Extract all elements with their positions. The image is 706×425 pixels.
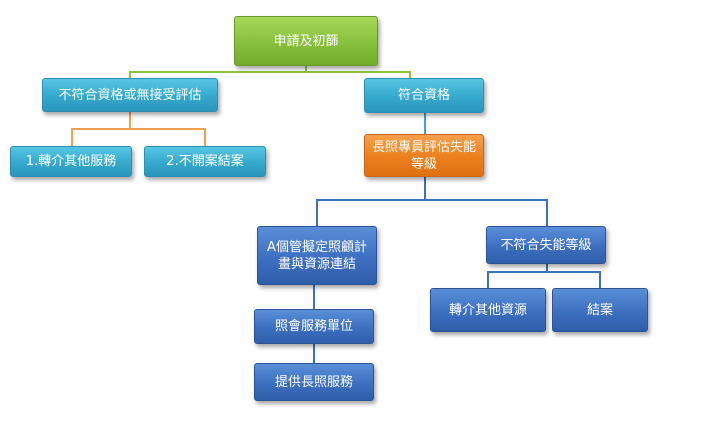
node-provide-service: 提供長照服務 — [254, 363, 374, 401]
node-close-case-label: 結案 — [586, 302, 613, 318]
connector-notqual-right — [129, 112, 206, 146]
node-root: 申請及初篩 — [234, 16, 378, 66]
connector-assess-right — [424, 177, 548, 226]
node-refer-other-label: 1.轉介其他服務 — [25, 154, 117, 169]
connector-root-left — [129, 66, 307, 78]
node-not-meet-level-label: 不符合失能等級 — [500, 237, 592, 253]
connector-notmeet-right — [546, 264, 601, 288]
node-root-label: 申請及初篩 — [273, 33, 339, 49]
node-assess-label: 長照專員評估失能等級 — [371, 139, 476, 172]
connector-assess-left — [316, 177, 426, 226]
node-care-plan-label: A個管擬定照顧計畫與資源連結 — [267, 239, 367, 272]
node-not-qualified-label: 不符合資格或無接受評估 — [58, 87, 202, 103]
node-not-qualified: 不符合資格或無接受評估 — [42, 78, 218, 112]
connector-notqual-left — [71, 112, 131, 146]
node-assess: 長照專員評估失能等級 — [364, 134, 484, 177]
connector-root-right — [305, 66, 411, 78]
node-provide-service-label: 提供長照服務 — [274, 374, 353, 390]
node-care-plan: A個管擬定照顧計畫與資源連結 — [257, 226, 377, 285]
node-not-meet-level: 不符合失能等級 — [486, 226, 606, 264]
node-not-open-case: 2.不開案結案 — [144, 146, 266, 177]
node-refer-resources-label: 轉介其他資源 — [448, 302, 527, 318]
node-notify-unit: 照會服務單位 — [254, 309, 374, 344]
node-notify-unit-label: 照會服務單位 — [274, 319, 353, 334]
node-refer-resources: 轉介其他資源 — [430, 288, 546, 332]
node-refer-other: 1.轉介其他服務 — [10, 146, 132, 177]
node-close-case: 結案 — [552, 288, 648, 332]
node-qualified: 符合資格 — [364, 78, 484, 113]
node-not-open-case-label: 2.不開案結案 — [166, 154, 244, 169]
node-qualified-label: 符合資格 — [397, 88, 450, 103]
connector-notmeet-left — [487, 264, 548, 288]
